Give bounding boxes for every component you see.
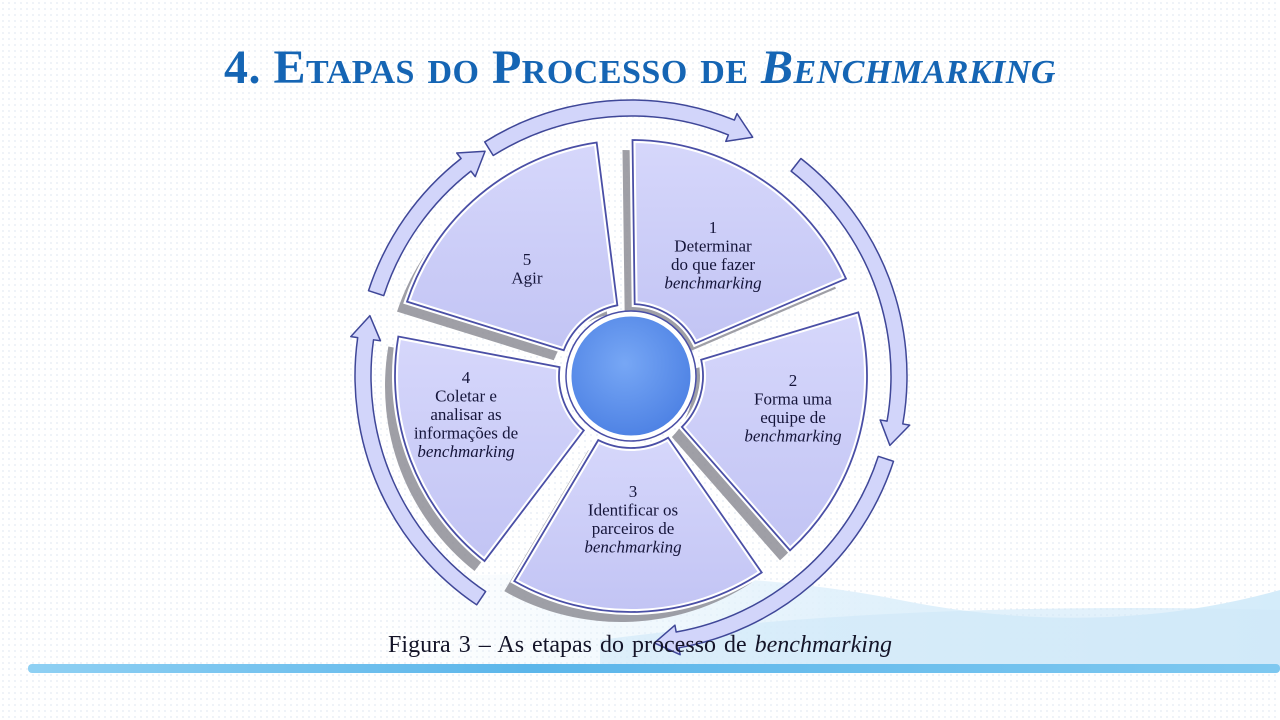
caption-emphasis: benchmarking [754,632,892,658]
segment-outline-2 [680,311,868,552]
segment-outline-5 [405,141,619,352]
cycle-arrows [350,99,911,656]
slide-title-main: 4. Etapas do Processo de [224,41,761,94]
center-hub-outline [565,310,697,442]
cycle-segments [392,136,870,615]
step-number: 1 [709,218,718,237]
segment-outline-3 [513,436,763,613]
step-number: 2 [789,371,798,390]
step-line: Determinar [674,237,752,256]
cycle-arrow-2 [790,157,911,447]
slide-title-emphasis: Benchmarking [761,41,1056,94]
step-number: 3 [629,482,638,501]
step-line: Agir [511,269,543,288]
figure-caption: Figura 3 – As etapas do processo de benc… [0,632,1280,659]
step-emphasis: benchmarking [664,274,761,293]
footer-bar [28,664,1280,673]
segment-outline-1 [631,139,848,345]
step-number: 4 [462,368,471,387]
center-hub [566,311,696,441]
step-number: 5 [523,250,532,269]
step-line: do que fazer [671,255,755,274]
step-emphasis: benchmarking [744,427,841,446]
slide-title: 4. Etapas do Processo de Benchmarking [0,40,1280,95]
cycle-arrow-1 [483,99,754,157]
step-line: informações de [414,424,518,443]
segment-outline-4 [394,335,586,563]
step-line: equipe de [760,408,826,427]
step-line: Identificar os [588,501,678,520]
step-emphasis: benchmarking [584,538,681,557]
step-line: Coletar e [435,387,497,406]
step-line: parceiros de [592,519,675,538]
caption-text: Figura 3 – As etapas do processo de [388,632,755,658]
cycle-arrow-5 [367,150,486,297]
step-emphasis: benchmarking [417,442,514,461]
cycle-arrow-4 [350,314,487,606]
step-line: Forma uma [754,390,832,409]
cycle-arrow-3 [653,455,895,656]
step-line: analisar as [430,405,501,424]
